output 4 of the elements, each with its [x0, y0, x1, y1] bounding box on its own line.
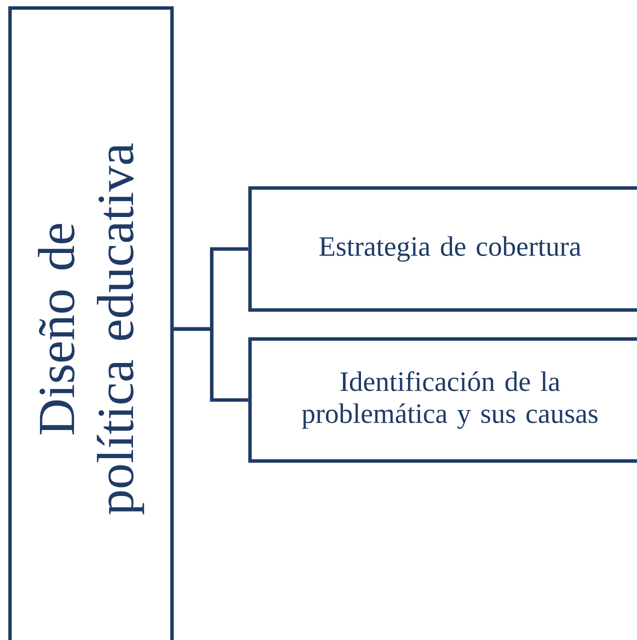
- topic-box: Identificación de la problemática y sus causas: [248, 337, 637, 463]
- title-box: Diseño de política educativa: [8, 6, 174, 640]
- topic-box: Estrategia de cobertura: [248, 186, 637, 312]
- connector-line: [174, 327, 248, 402]
